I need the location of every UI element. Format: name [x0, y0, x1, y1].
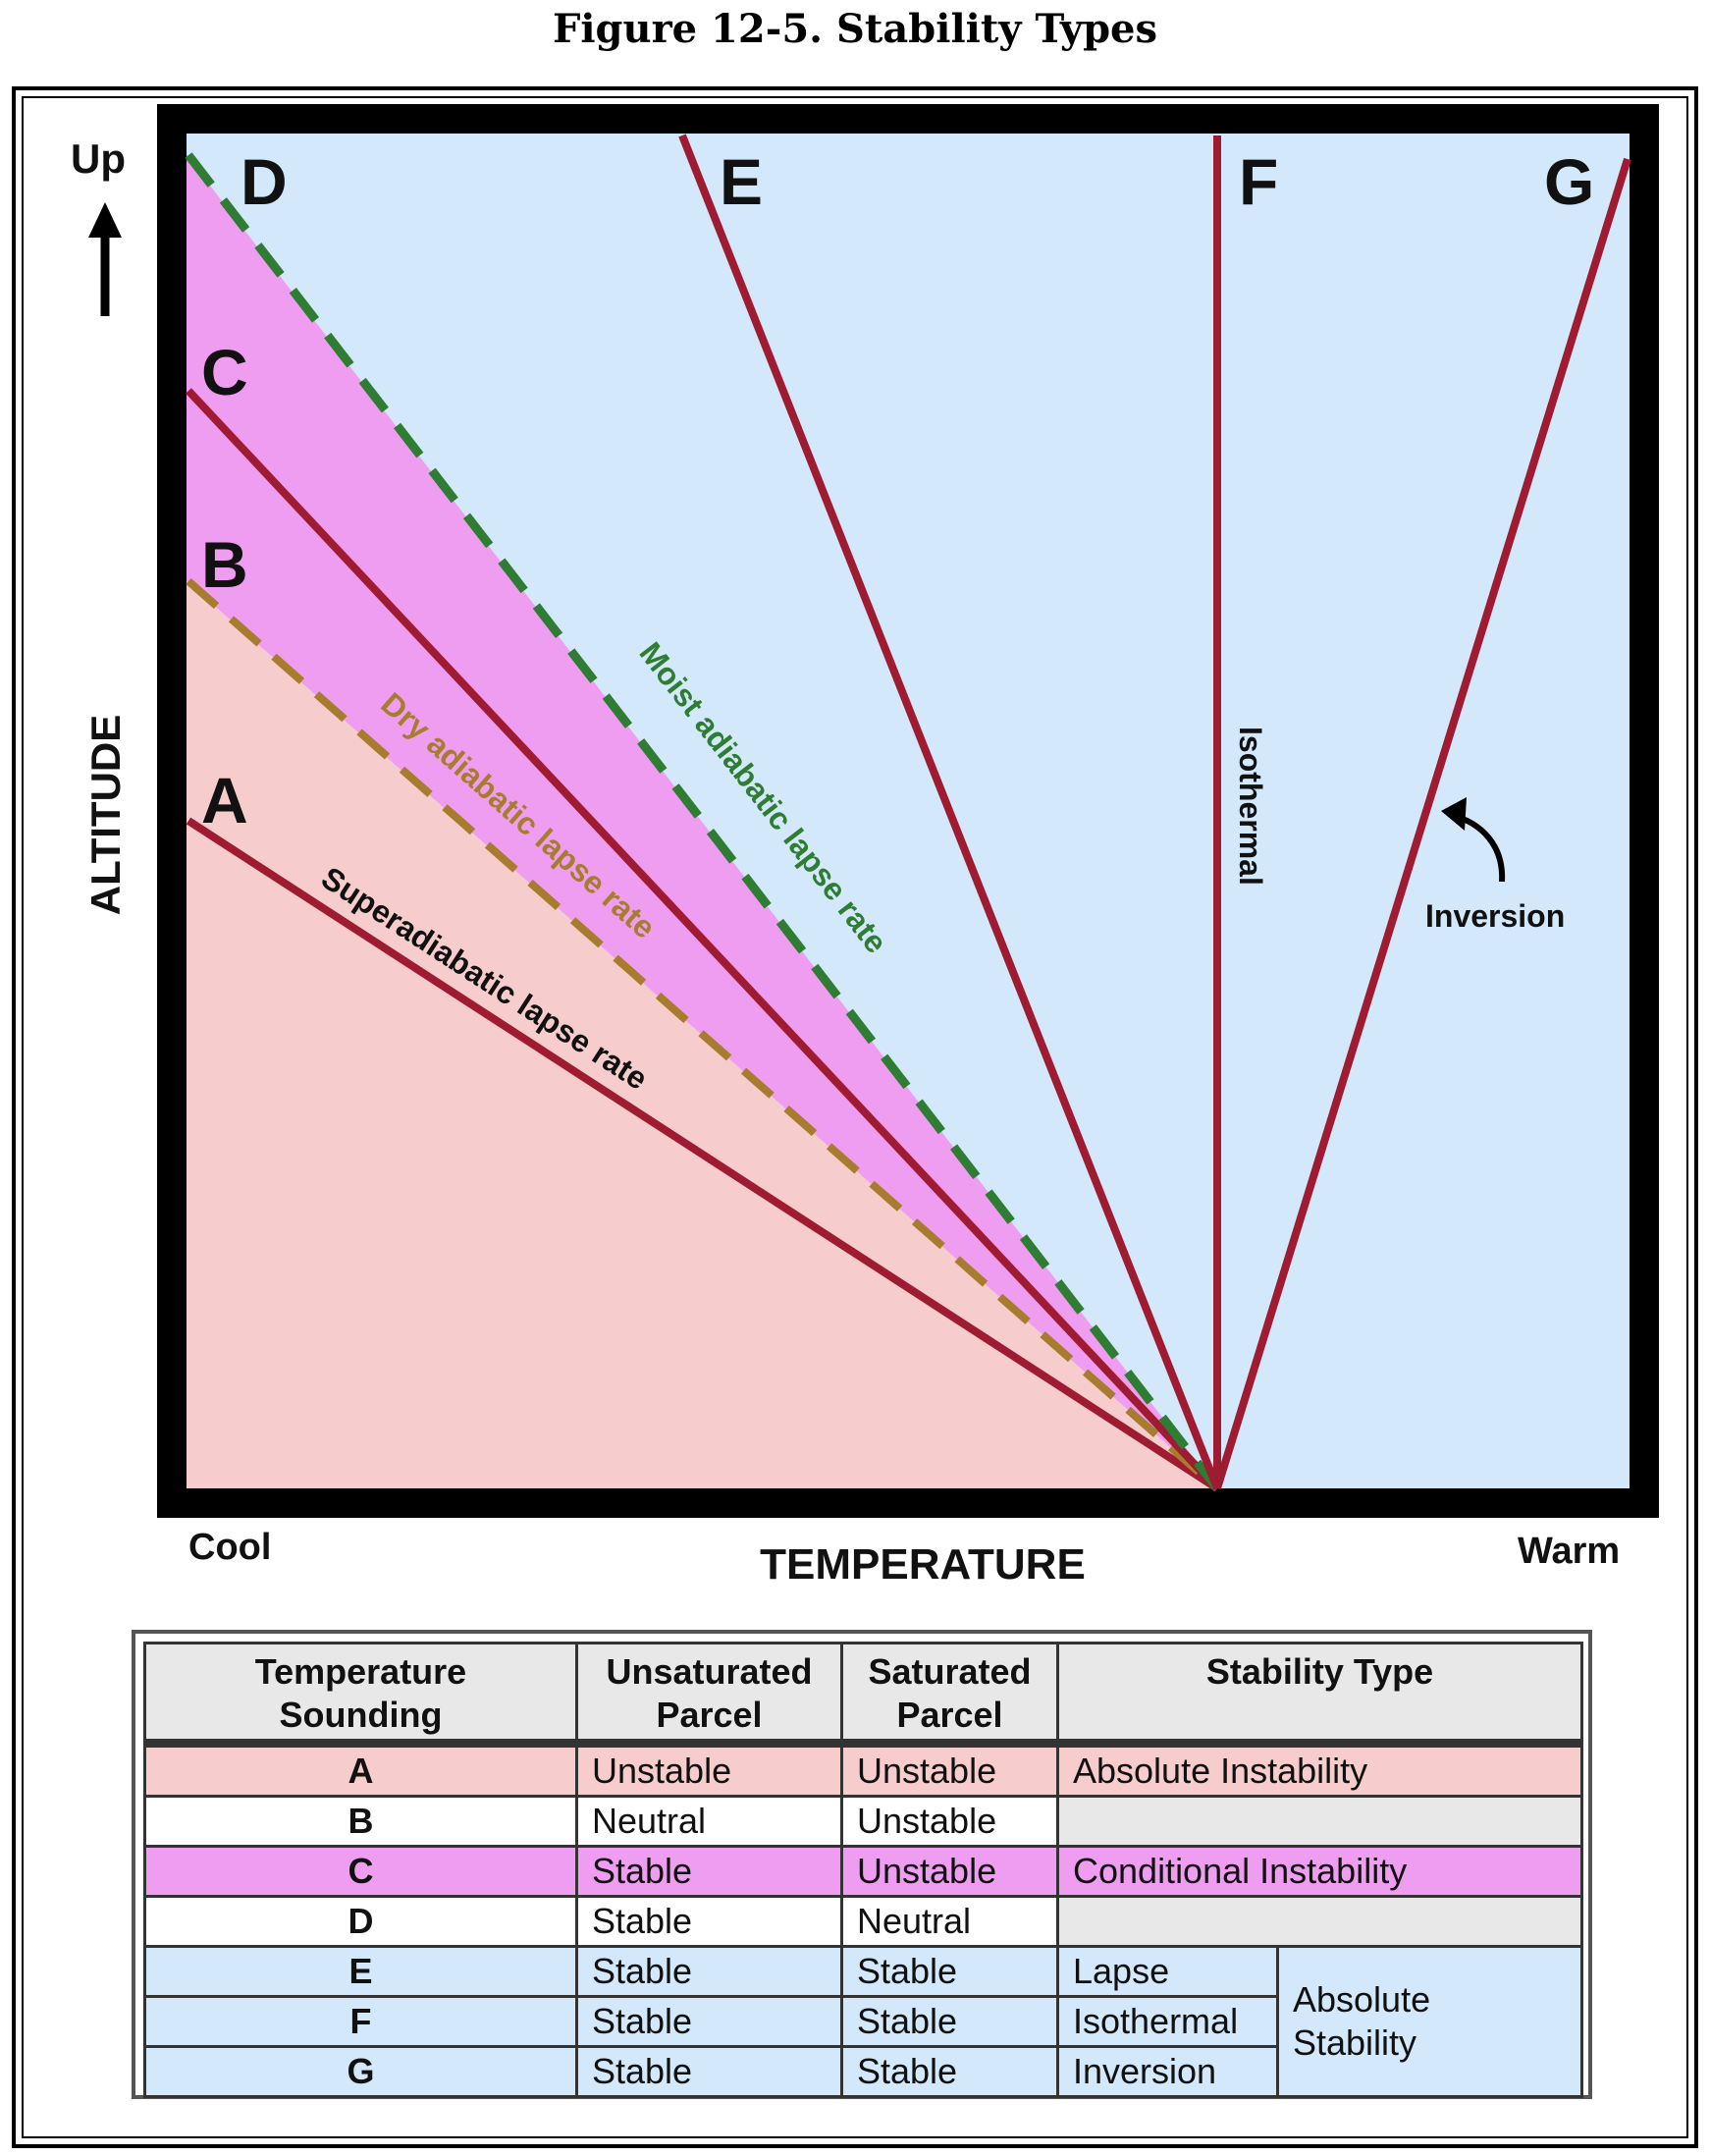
cell-sounding: G [143, 2045, 578, 2098]
header-sat-line2: Parcel [896, 1695, 1003, 1735]
sounding-line-c [186, 388, 1220, 1491]
cell-unsaturated: Stable [575, 1945, 843, 1998]
label-inversion: Inversion [1425, 898, 1565, 934]
header-unsaturated: Unsaturated Parcel [575, 1642, 843, 1745]
cell-saturated: Neutral [840, 1895, 1059, 1948]
header-sounding-line2: Sounding [279, 1695, 443, 1735]
sounding-line-e [678, 134, 1221, 1490]
header-sounding: Temperature Sounding [143, 1642, 578, 1745]
axis-label-warm: Warm [1518, 1531, 1620, 1572]
cell-unsaturated: Neutral [575, 1795, 843, 1848]
axis-label-altitude: ALTITUDE [82, 715, 129, 916]
cell-sounding: F [143, 1995, 578, 2048]
cell-unsaturated: Stable [575, 1845, 843, 1898]
cell-saturated: Stable [840, 1945, 1059, 1998]
header-stability-type: Stability Type [1055, 1642, 1584, 1745]
cell-sounding: C [143, 1845, 578, 1898]
table-row: F Stable Stable Isothermal [143, 1995, 1582, 2048]
cell-saturated: Unstable [840, 1845, 1059, 1898]
group-label-line1: Absolute [1293, 1979, 1431, 2020]
cell-unsaturated: Stable [575, 1995, 843, 2048]
table-header-row: Temperature Sounding Unsaturated Parcel … [143, 1642, 1584, 1745]
header-unsat-line2: Parcel [656, 1695, 763, 1735]
table-row: B Neutral Unstable [143, 1795, 1584, 1848]
up-arrow-icon [88, 202, 122, 238]
cell-sounding: E [143, 1945, 578, 1998]
cell-stability-type: Absolute Instability [1055, 1739, 1584, 1798]
header-type-label: Stability Type [1205, 1651, 1434, 1692]
stability-table: Temperature Sounding Unsaturated Parcel … [143, 1642, 1584, 2098]
line-letter-d: D [240, 145, 288, 218]
sounding-line-a [186, 817, 1220, 1492]
line-letter-a: A [201, 764, 248, 836]
sounding-line-g [1213, 157, 1631, 1490]
cell-stability-type: Inversion [1056, 2045, 1279, 2098]
dry-adiabat-line [186, 577, 1220, 1492]
cell-stability-type: Conditional Instability [1055, 1845, 1584, 1898]
cell-sounding: B [143, 1795, 578, 1848]
label-isothermal: Isothermal [1233, 727, 1268, 886]
line-letter-g: G [1544, 145, 1594, 218]
table-row: D Stable Neutral [143, 1895, 1584, 1948]
header-unsat-line1: Unsaturated [606, 1651, 813, 1692]
table-row: E Stable Stable Lapse Absolute Stability [143, 1945, 1584, 2098]
cell-unsaturated: Unstable [575, 1739, 843, 1798]
line-letter-e: E [720, 145, 763, 218]
header-sounding-line1: Temperature [254, 1651, 467, 1692]
cell-saturated: Stable [840, 2045, 1059, 2098]
table-row: C Stable Unstable Conditional Instabilit… [143, 1845, 1584, 1898]
axis-label-cool: Cool [188, 1527, 271, 1568]
cell-sounding: A [143, 1739, 578, 1798]
cell-stability-type: Lapse [1056, 1945, 1279, 1998]
line-letter-b: B [201, 528, 248, 601]
inner-frame [22, 96, 1688, 2138]
axis-label-temperature: TEMPERATURE [760, 1540, 1086, 1589]
cell-saturated: Unstable [840, 1739, 1059, 1798]
inversion-arrowhead-icon [1441, 797, 1467, 831]
group-label-line2: Stability [1293, 2022, 1417, 2063]
cell-stability-type [1055, 1795, 1584, 1848]
figure-caption: Figure 12-5. Stability Types [552, 6, 1158, 52]
cell-absolute-stability-group: Absolute Stability [1275, 1945, 1584, 2098]
cell-unsaturated: Stable [575, 1895, 843, 1948]
line-letter-f: F [1239, 145, 1278, 218]
outer-frame [12, 86, 1698, 2148]
line-letter-c: C [201, 336, 248, 408]
cell-sounding: D [143, 1895, 578, 1948]
cell-saturated: Stable [840, 1995, 1059, 2048]
cell-unsaturated: Stable [575, 2045, 843, 2098]
header-saturated: Saturated Parcel [840, 1642, 1059, 1745]
stability-table-frame: Temperature Sounding Unsaturated Parcel … [132, 1630, 1592, 2099]
axis-label-up: Up [71, 135, 126, 182]
header-sat-line1: Saturated [868, 1651, 1032, 1692]
table-row: G Stable Stable Inversion [143, 2045, 1582, 2098]
stability-diagram: A B C D E F G Superadiabatic lapse rate … [71, 104, 1659, 1589]
table-row: A Unstable Unstable Absolute Instability [143, 1739, 1584, 1798]
cell-stability-type: Isothermal [1056, 1995, 1279, 2048]
cell-stability-type [1055, 1895, 1584, 1948]
moist-adiabat-line [185, 152, 1221, 1491]
cell-saturated: Unstable [840, 1795, 1059, 1848]
